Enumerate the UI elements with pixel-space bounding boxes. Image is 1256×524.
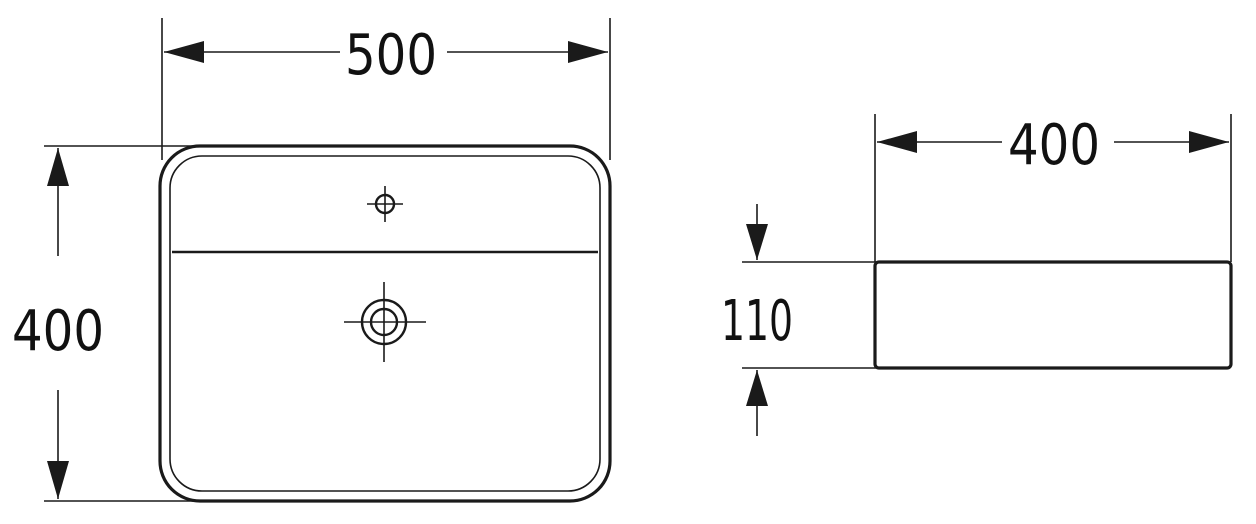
dimension-label-depth: 400 [12,299,104,364]
crosshair-circle-icon [367,186,403,222]
arrowhead-left [877,131,917,153]
arrowhead-down [47,461,69,499]
dimension-label-height: 110 [721,289,793,354]
depth-dimension: 400 [12,148,104,499]
width-dimension: 500 [164,23,608,88]
arrowhead-up [47,148,69,186]
arrowhead-right [568,41,608,63]
arrowhead-right [1189,131,1229,153]
top-view: 500 400 [12,18,612,503]
basin-outer-outline [158,144,612,503]
dimension-label-width: 500 [345,23,437,88]
arrowhead-up [746,370,768,406]
height-dimension: 110 [721,204,793,436]
dimension-label-side-width: 400 [1008,113,1100,178]
side-width-dimension: 400 [877,113,1229,178]
crosshair-double-circle-icon [344,282,426,362]
arrowhead-down [746,224,768,260]
arrowhead-left [164,41,204,63]
side-view: 400 110 [721,113,1233,436]
basin-inner-outline [169,155,601,492]
basin-side-profile [873,260,1233,370]
